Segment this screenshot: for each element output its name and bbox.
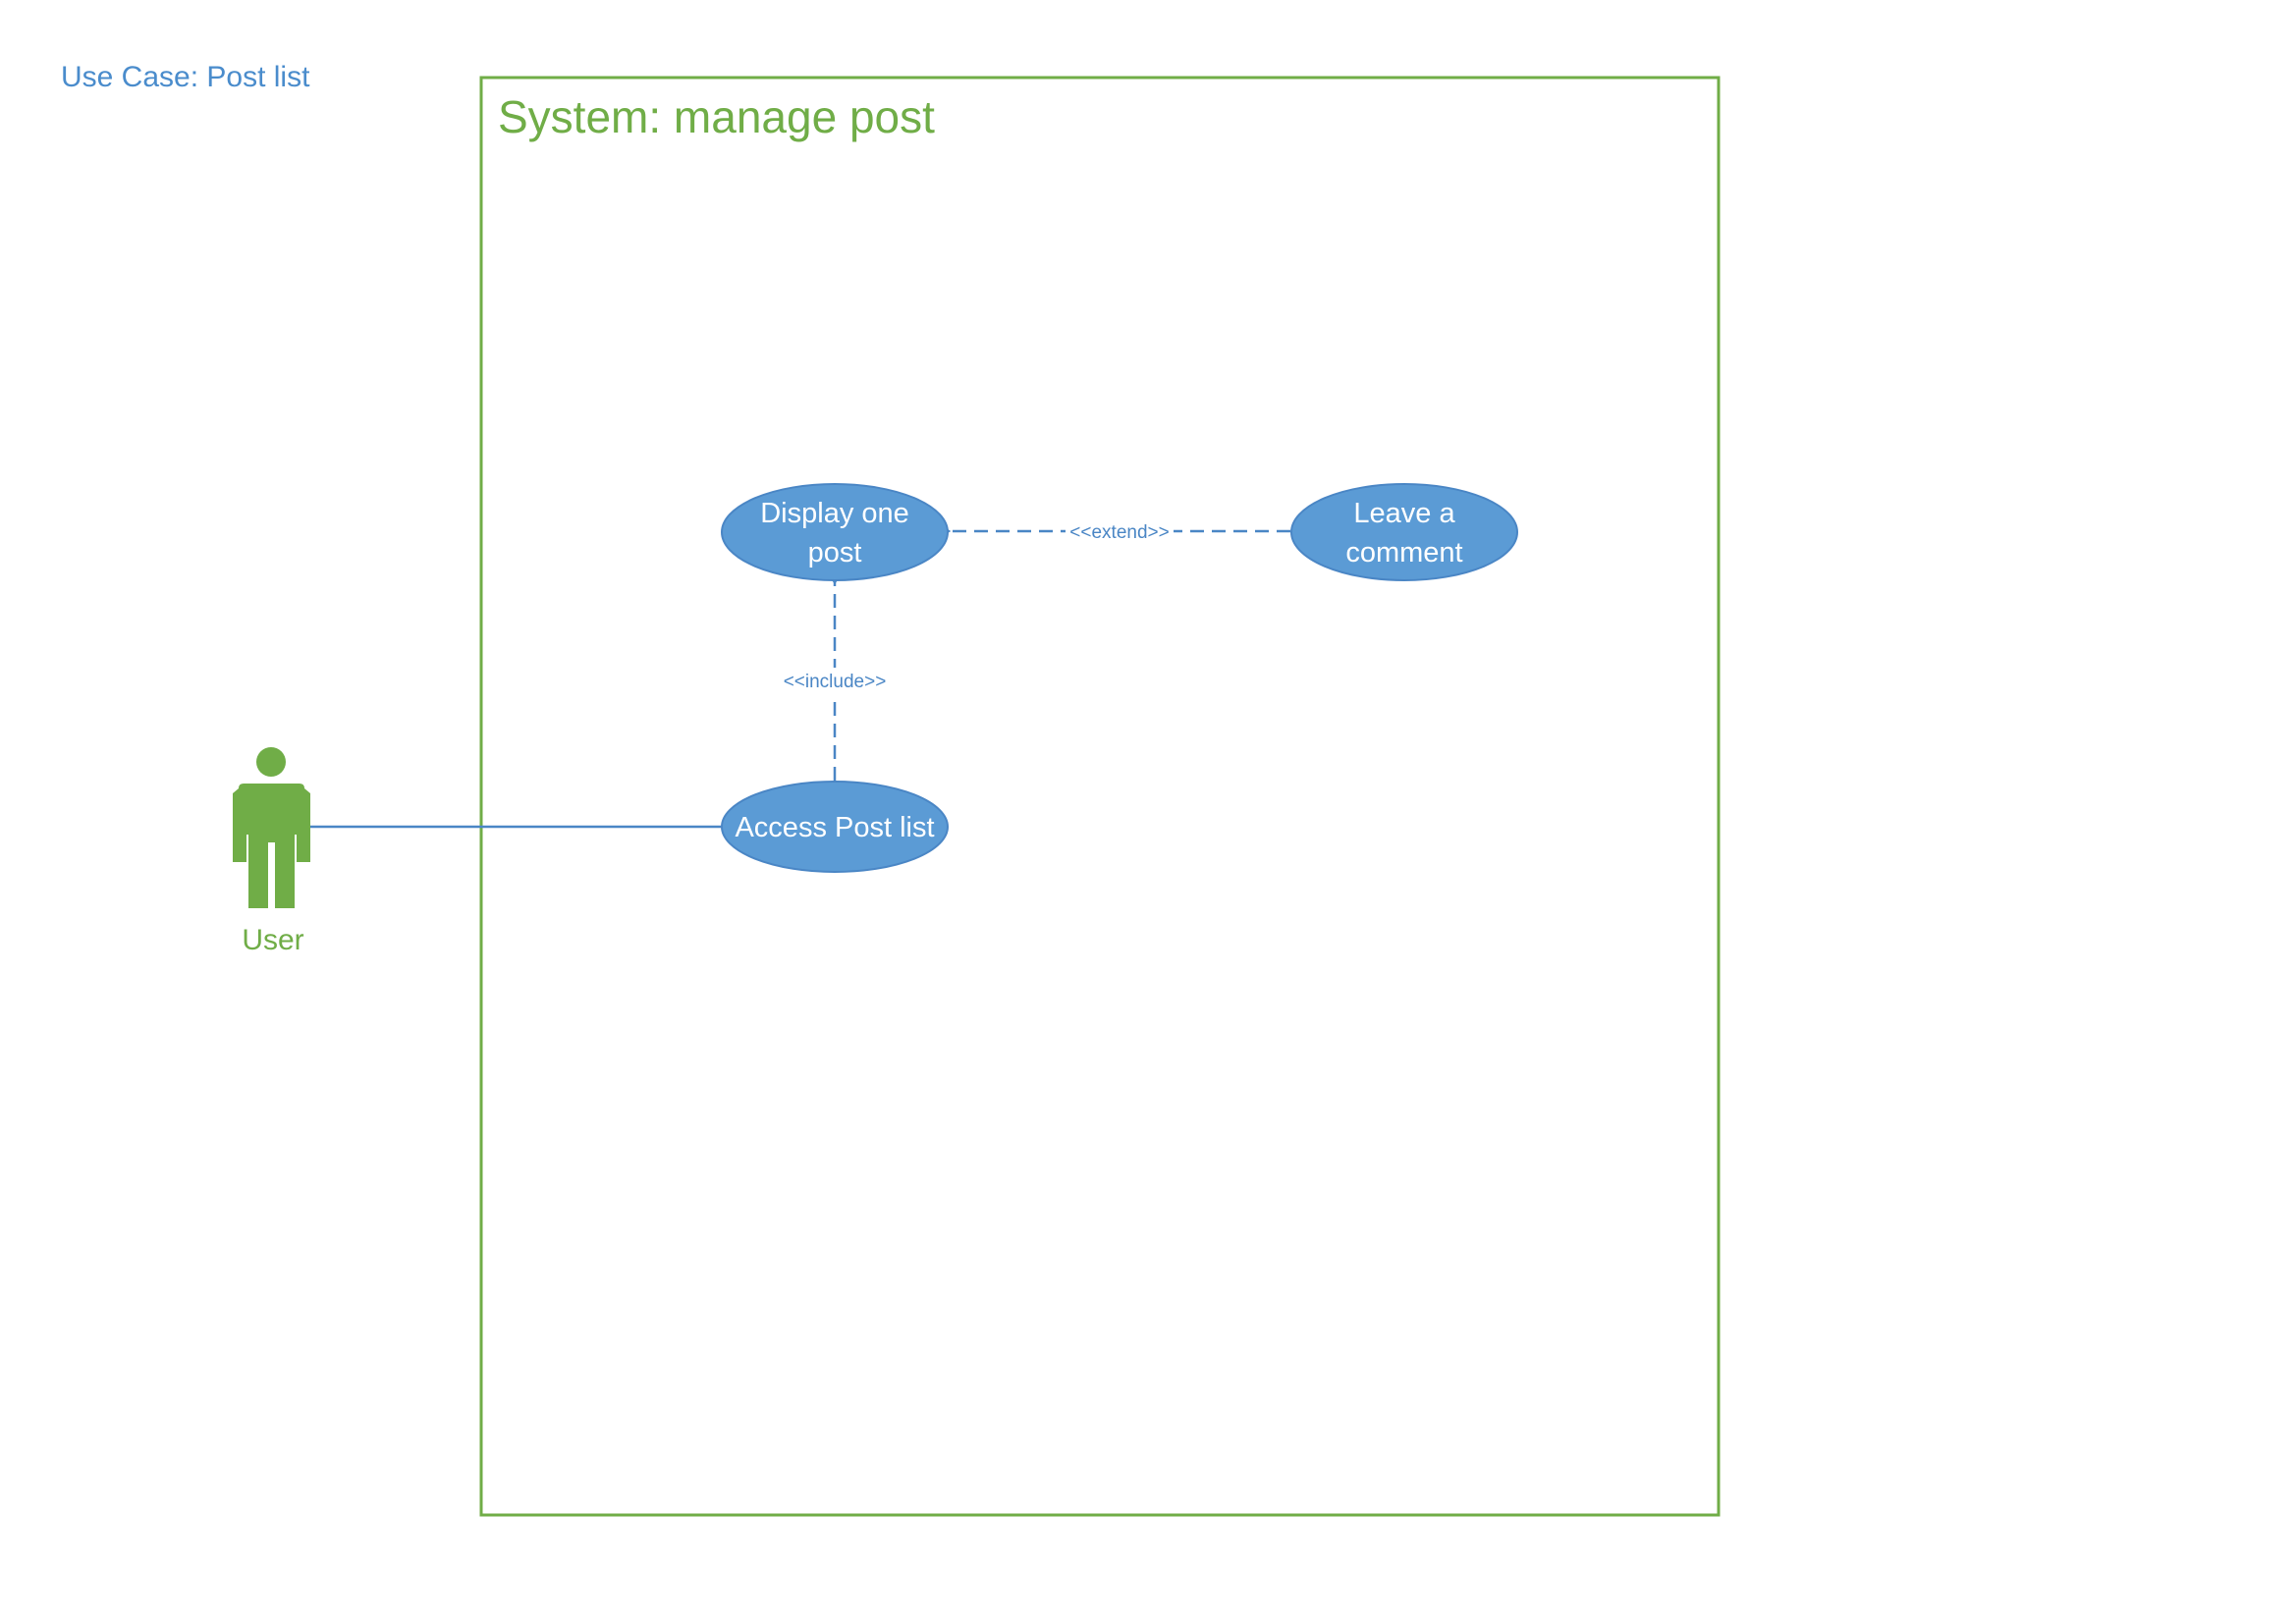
extend-label: <<extend>> — [1069, 522, 1169, 543]
system-title: System: manage post — [498, 91, 935, 142]
person-icon[interactable] — [233, 747, 310, 908]
use-case-leave-a-comment-shape[interactable] — [1290, 483, 1518, 581]
use-case-display-one-post[interactable]: Display one post — [721, 483, 949, 581]
use-case-display-one-post-shape[interactable] — [721, 483, 949, 581]
actor-user[interactable]: User — [233, 747, 310, 956]
system-boundary-box — [479, 76, 1721, 1517]
include-label-background — [778, 668, 892, 694]
use-case-leave-a-comment-label-line1: Leave a — [1353, 498, 1455, 529]
use-case-access-post-list[interactable]: Access Post list — [721, 781, 949, 873]
use-case-access-post-list-label: Access Post list — [735, 812, 934, 843]
use-case-leave-a-comment-label-line2: comment — [1345, 537, 1462, 568]
include-relationship: <<include>> — [778, 582, 892, 781]
use-case-display-one-post-label-line2: post — [808, 537, 862, 568]
extend-label-background — [1066, 518, 1174, 544]
use-case-access-post-list-shape[interactable] — [721, 781, 949, 873]
use-case-display-one-post-label-line1: Display one — [760, 498, 909, 529]
extend-relationship: <<extend>> — [949, 518, 1290, 544]
use-case-leave-a-comment[interactable]: Leave a comment — [1290, 483, 1518, 581]
system-boundary: System: manage post — [479, 76, 1721, 1517]
actor-user-label: User — [242, 924, 303, 956]
person-icon-body — [233, 784, 310, 908]
page-title: Use Case: Post list — [61, 61, 310, 93]
include-label: <<include>> — [784, 672, 887, 692]
person-icon-head — [256, 747, 286, 777]
